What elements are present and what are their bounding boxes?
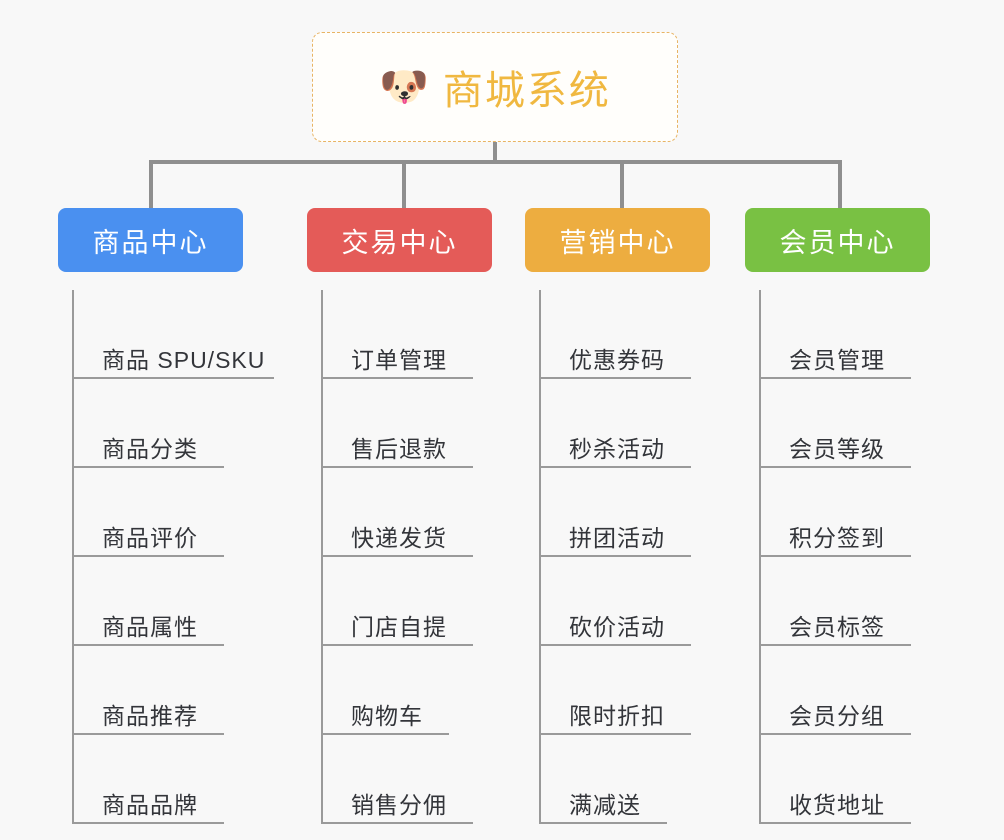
- list-item-underline: [539, 377, 691, 379]
- list-item[interactable]: 商品评价: [72, 468, 243, 557]
- list-item[interactable]: 商品推荐: [72, 646, 243, 735]
- list-item-label: 商品评价: [102, 524, 198, 551]
- list-item[interactable]: 门店自提: [321, 557, 492, 646]
- category-item-list-1: 商品 SPU/SKU 商品分类商品评价商品属性商品推荐商品品牌: [58, 290, 274, 824]
- connector-drop-2: [402, 160, 406, 208]
- list-item-label: 商品属性: [102, 613, 198, 640]
- list-item-underline: [72, 555, 224, 557]
- list-item-underline: [72, 644, 224, 646]
- category-header-4[interactable]: 会员中心: [745, 208, 930, 272]
- list-item[interactable]: 快递发货: [321, 468, 492, 557]
- list-item-label: 优惠券码: [569, 346, 665, 373]
- root-title: 商城系统: [442, 69, 611, 113]
- list-item-underline: [539, 466, 691, 468]
- root-node[interactable]: 🐶 商城系统: [312, 32, 678, 142]
- list-item-underline: [321, 733, 449, 735]
- list-item-label: 满减送: [569, 791, 641, 818]
- category-header-3[interactable]: 营销中心: [525, 208, 710, 272]
- list-item-label: 售后退款: [351, 435, 447, 462]
- list-item-underline: [759, 377, 911, 379]
- list-item-underline: [539, 555, 691, 557]
- list-item[interactable]: 会员管理: [759, 290, 930, 379]
- list-item-underline: [759, 822, 911, 824]
- list-item-label: 会员标签: [789, 613, 885, 640]
- list-item[interactable]: 商品分类: [72, 379, 243, 468]
- category-header-1[interactable]: 商品中心: [58, 208, 243, 272]
- list-item-label: 销售分佣: [351, 791, 447, 818]
- list-item[interactable]: 秒杀活动: [539, 379, 710, 468]
- connector-root-stem: [493, 142, 497, 164]
- list-item-label: 会员等级: [789, 435, 885, 462]
- list-item-underline: [72, 466, 224, 468]
- list-item[interactable]: 会员分组: [759, 646, 930, 735]
- list-item-label: 收货地址: [789, 791, 885, 818]
- category-header-2[interactable]: 交易中心: [307, 208, 492, 272]
- list-item-underline: [72, 377, 274, 379]
- list-item[interactable]: 购物车: [321, 646, 492, 735]
- list-item-underline: [72, 733, 224, 735]
- list-item-label: 秒杀活动: [569, 435, 665, 462]
- list-item-label: 会员分组: [789, 702, 885, 729]
- list-item-underline: [321, 466, 473, 468]
- list-item[interactable]: 销售分佣: [321, 735, 492, 824]
- connector-bus: [149, 160, 842, 164]
- category-column-3: 营销中心优惠券码秒杀活动拼团活动砍价活动限时折扣满减送: [525, 208, 710, 824]
- dog-face-icon: 🐶: [379, 65, 429, 109]
- list-item-underline: [321, 644, 473, 646]
- list-item-underline: [759, 555, 911, 557]
- list-item[interactable]: 限时折扣: [539, 646, 710, 735]
- list-item-underline: [539, 644, 691, 646]
- list-item-label: 门店自提: [351, 613, 447, 640]
- list-item-underline: [321, 555, 473, 557]
- list-item-underline: [321, 822, 473, 824]
- list-item-underline: [321, 377, 473, 379]
- list-item[interactable]: 售后退款: [321, 379, 492, 468]
- connector-drop-3: [620, 160, 624, 208]
- list-item[interactable]: 收货地址: [759, 735, 930, 824]
- list-item-underline: [72, 822, 224, 824]
- list-item-label: 商品推荐: [102, 702, 198, 729]
- list-item[interactable]: 积分签到: [759, 468, 930, 557]
- list-item-underline: [539, 822, 667, 824]
- list-item-underline: [759, 644, 911, 646]
- category-item-list-4: 会员管理会员等级积分签到会员标签会员分组收货地址: [745, 290, 930, 824]
- list-item[interactable]: 拼团活动: [539, 468, 710, 557]
- category-item-list-3: 优惠券码秒杀活动拼团活动砍价活动限时折扣满减送: [525, 290, 710, 824]
- list-item-underline: [539, 733, 691, 735]
- list-item-label: 限时折扣: [569, 702, 665, 729]
- list-item-underline: [759, 466, 911, 468]
- list-item[interactable]: 订单管理: [321, 290, 492, 379]
- list-item-label: 积分签到: [789, 524, 885, 551]
- list-item-underline: [759, 733, 911, 735]
- connector-drop-4: [838, 160, 842, 208]
- list-item[interactable]: 会员标签: [759, 557, 930, 646]
- list-item[interactable]: 商品品牌: [72, 735, 243, 824]
- category-item-list-2: 订单管理售后退款快递发货门店自提购物车销售分佣: [307, 290, 492, 824]
- list-item[interactable]: 满减送: [539, 735, 710, 824]
- list-item-label: 商品分类: [102, 435, 198, 462]
- list-item-label: 商品品牌: [102, 791, 198, 818]
- list-item[interactable]: 会员等级: [759, 379, 930, 468]
- category-column-1: 商品中心商品 SPU/SKU 商品分类商品评价商品属性商品推荐商品品牌: [58, 208, 274, 824]
- list-item[interactable]: 优惠券码: [539, 290, 710, 379]
- list-item-label: 订单管理: [351, 346, 447, 373]
- list-item-label: 快递发货: [351, 524, 447, 551]
- list-item[interactable]: 砍价活动: [539, 557, 710, 646]
- list-item-label: 购物车: [351, 702, 423, 729]
- category-column-2: 交易中心订单管理售后退款快递发货门店自提购物车销售分佣: [307, 208, 492, 824]
- list-item[interactable]: 商品属性: [72, 557, 243, 646]
- connector-drop-1: [149, 160, 153, 208]
- list-item-label: 拼团活动: [569, 524, 665, 551]
- list-item-label: 会员管理: [789, 346, 885, 373]
- list-item[interactable]: 商品 SPU/SKU: [72, 290, 274, 379]
- list-item-label: 商品 SPU/SKU: [102, 346, 266, 373]
- list-item-label: 砍价活动: [569, 613, 665, 640]
- category-column-4: 会员中心会员管理会员等级积分签到会员标签会员分组收货地址: [745, 208, 930, 824]
